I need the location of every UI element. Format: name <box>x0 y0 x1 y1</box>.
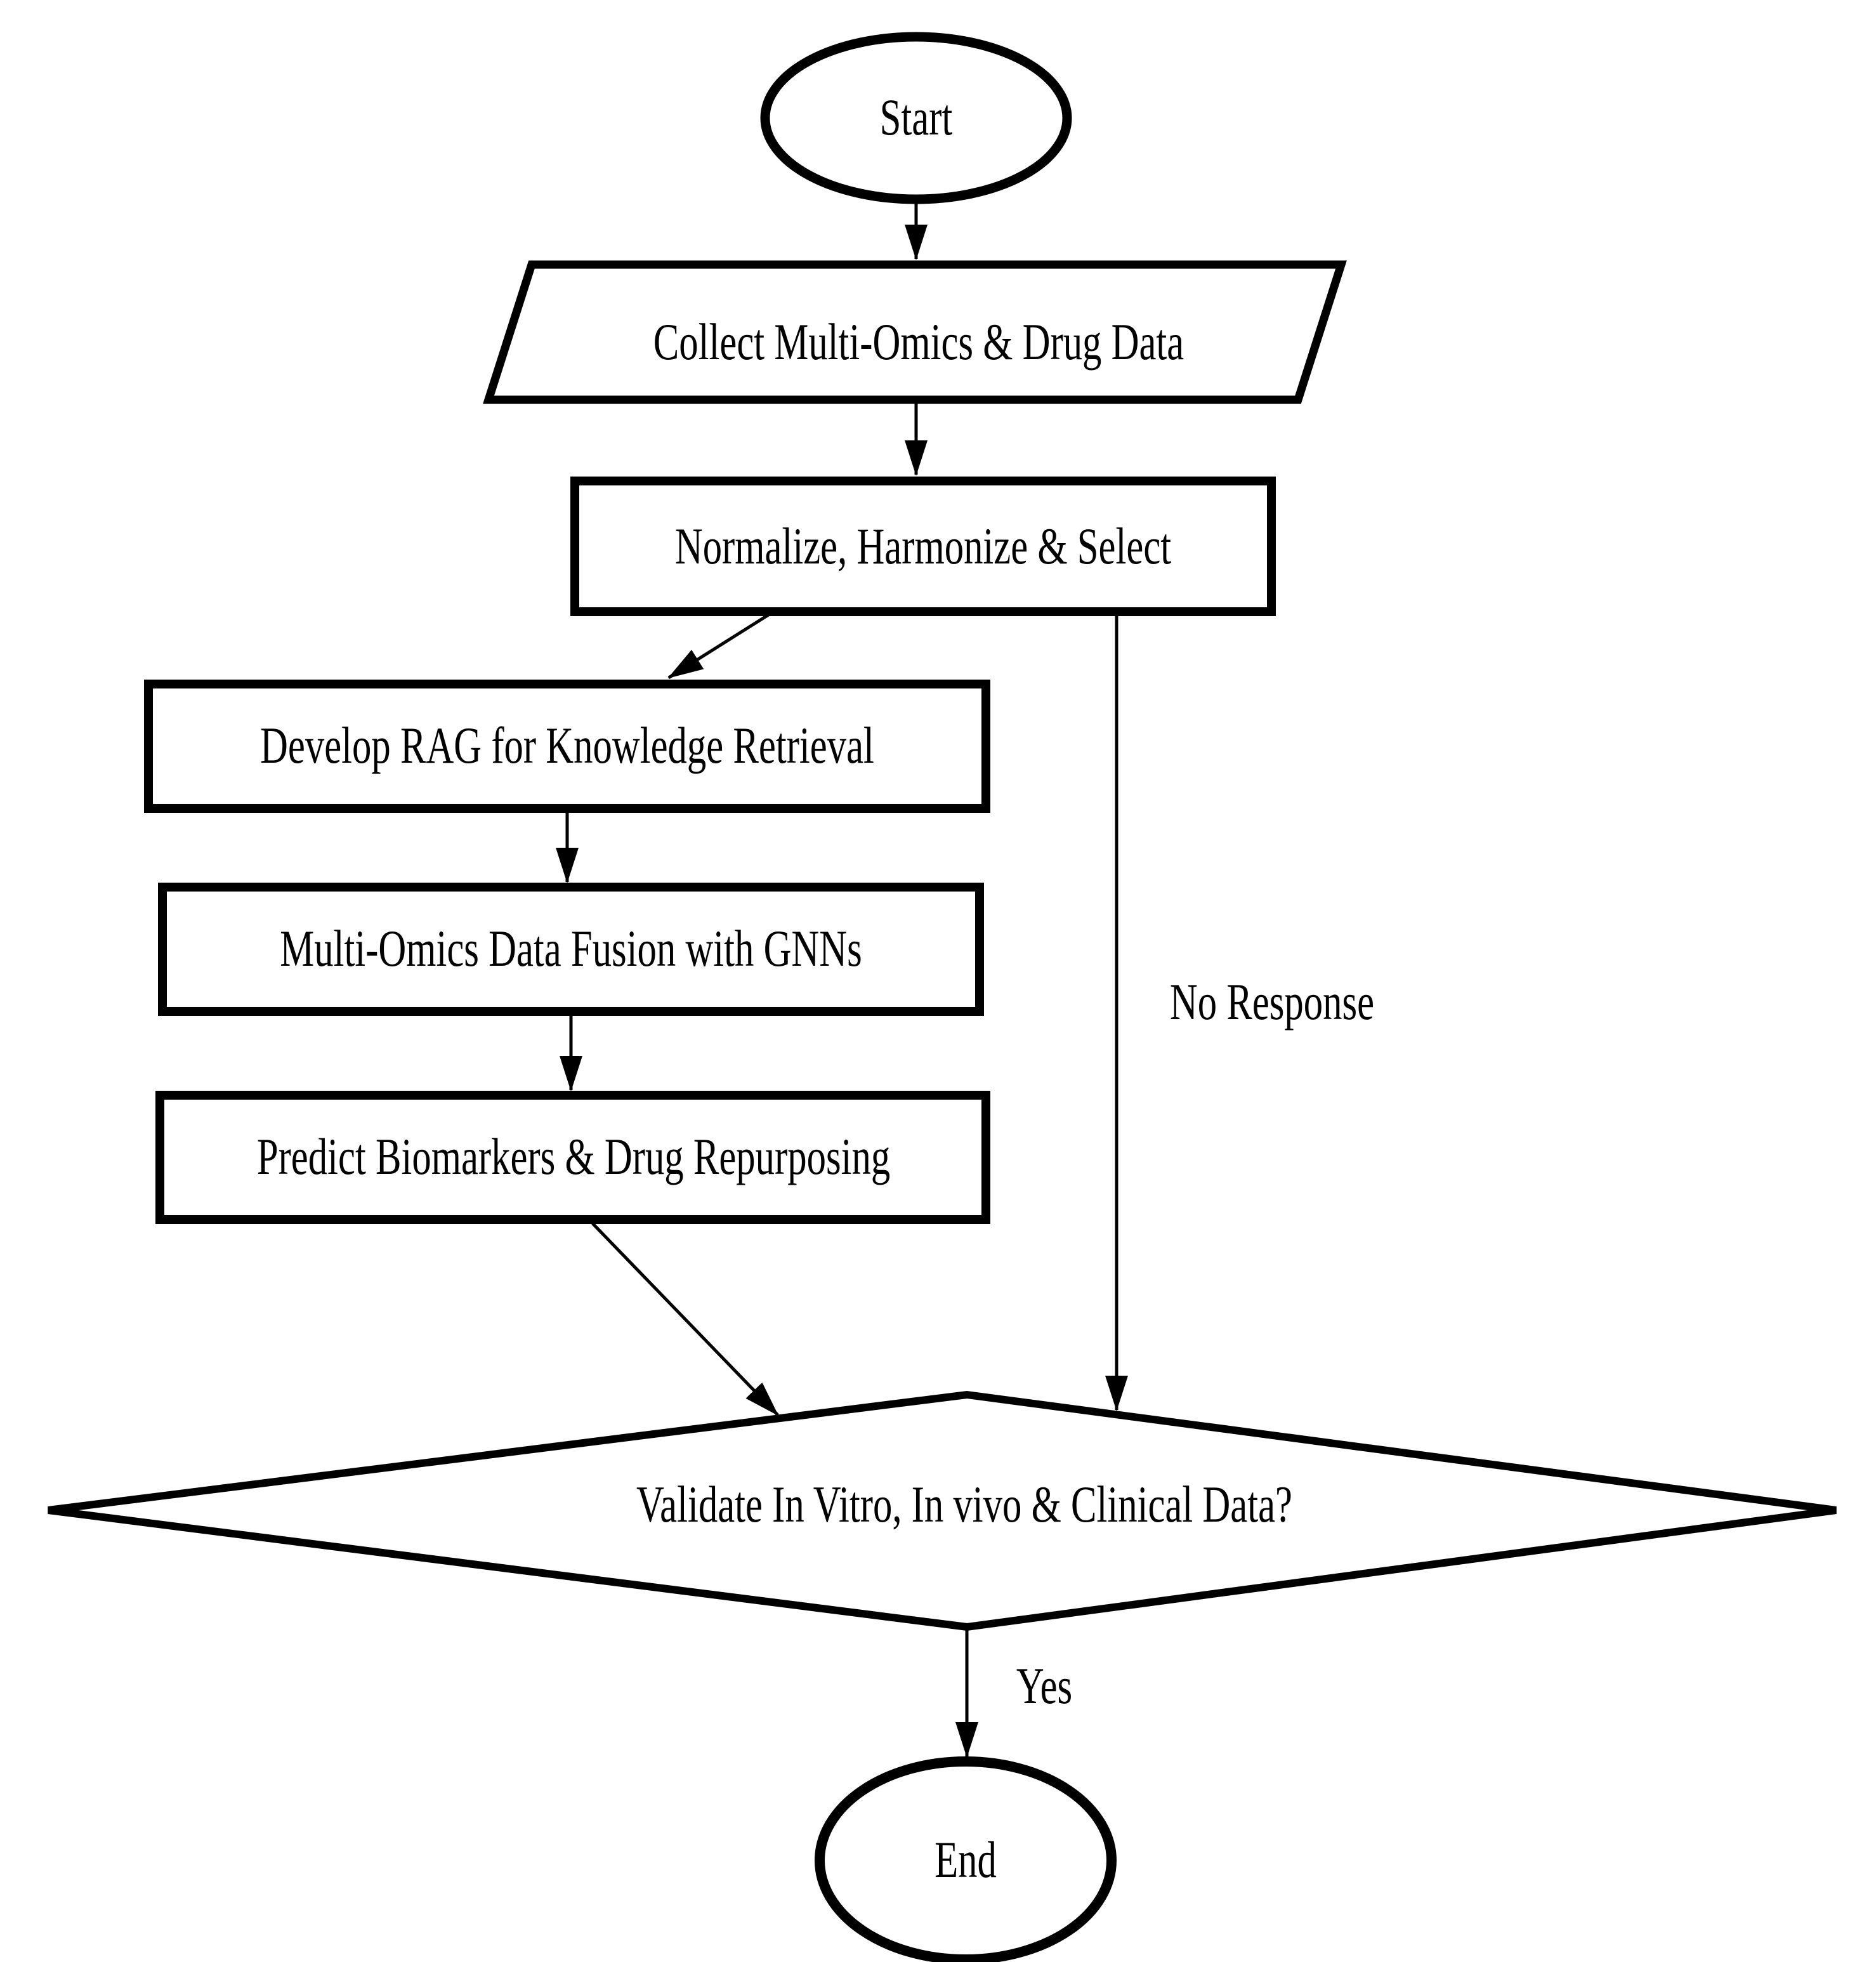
rag-node-label: Develop RAG for Knowledge Retrieval <box>260 717 874 775</box>
fusion-node-label: Multi-Omics Data Fusion with GNNs <box>280 920 862 978</box>
normalize-process-shape <box>570 477 1276 616</box>
collect-parallelogram-shape <box>483 260 1347 404</box>
predict-process-shape <box>155 1091 990 1224</box>
normalize-node-label: Normalize, Harmonize & Select <box>674 518 1172 576</box>
arrow-predict-to-validate <box>591 1222 779 1416</box>
arrow-normalize-to-rag <box>667 611 773 680</box>
predict-node-label: Predict Biomarkers & Drug Repurposing <box>256 1128 891 1186</box>
collect-node-label: Collect Multi-Omics & Drug Data <box>653 313 1184 371</box>
yes-edge-label: Yes <box>1016 1657 1073 1715</box>
validate-node-label: Validate In Vitro, In vivo & Clinical Da… <box>636 1476 1292 1534</box>
rag-process-shape <box>144 680 990 813</box>
no-response-edge-label: No Response <box>1169 973 1375 1031</box>
end-node-label: End <box>935 1831 997 1889</box>
start-node-label: Start <box>879 89 953 147</box>
start-terminator-shape <box>760 32 1072 204</box>
fusion-process-shape <box>158 883 984 1016</box>
validate-decision-shape <box>48 1390 1837 1631</box>
end-terminator-shape <box>815 1756 1117 1962</box>
